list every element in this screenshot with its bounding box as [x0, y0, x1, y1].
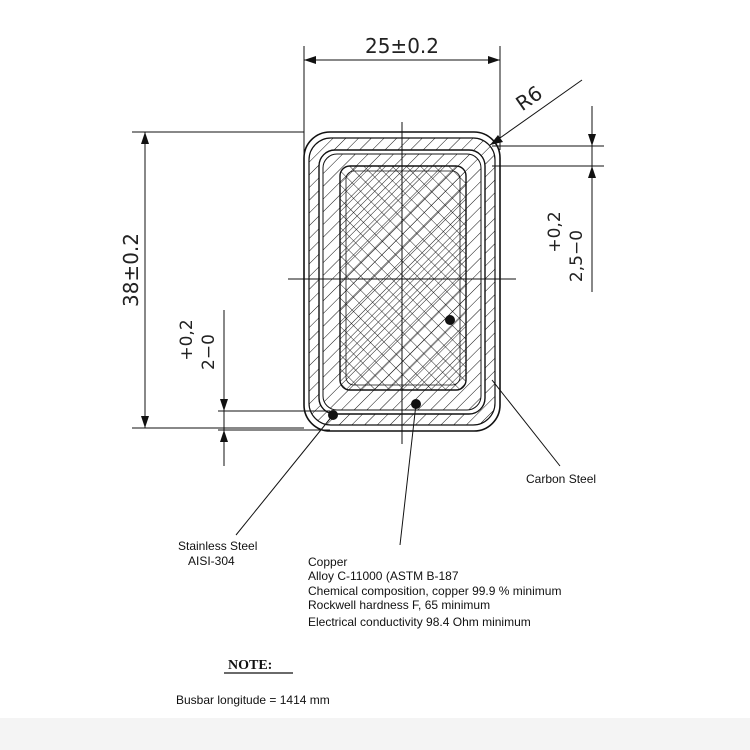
stainless-steel-label-line2: AISI-304 [188, 554, 235, 568]
inner-layer-thickness-dimension: +0,2 2−0 [177, 310, 330, 466]
bottom-strip [0, 718, 750, 750]
center-lines [288, 122, 516, 444]
height-dimension-label: 38±0.2 [119, 233, 143, 307]
outer-layer-tolerance: +0,2 [545, 211, 565, 252]
note-title: NOTE: [228, 658, 272, 673]
core-leader-dot [445, 315, 455, 325]
inner-layer-value: 2−0 [199, 334, 219, 370]
copper-label-line2: Alloy C-11000 (ASTM B-187 [308, 569, 459, 583]
copper-label-line1: Copper [308, 555, 347, 569]
copper-label-line5: Electrical conductivity 98.4 Ohm minimum [308, 615, 531, 629]
outer-layer-value: 2,5−0 [567, 230, 587, 282]
width-dimension-label: 25±0.2 [365, 34, 439, 58]
copper-label-line3: Chemical composition, copper 99.9 % mini… [308, 584, 561, 598]
note-text: Busbar longitude = 1414 mm [176, 693, 330, 707]
width-dimension: 25±0.2 [303, 34, 501, 186]
stainless-steel-label-line1: Stainless Steel [178, 539, 257, 553]
radius-label: R6 [511, 81, 547, 116]
copper-label-line4: Rockwell hardness F, 65 minimum [308, 598, 490, 612]
carbon-steel-label: Carbon Steel [526, 472, 596, 486]
leader-lines [235, 379, 561, 546]
height-dimension: 38±0.2 [119, 131, 304, 429]
outer-layer-thickness-dimension: +0,2 2,5−0 [492, 106, 604, 292]
copper-core-inner-edge [345, 170, 461, 386]
inner-layer-tolerance: +0,2 [177, 319, 197, 360]
copper-core [339, 165, 467, 391]
radius-callout: R6 [489, 79, 583, 146]
